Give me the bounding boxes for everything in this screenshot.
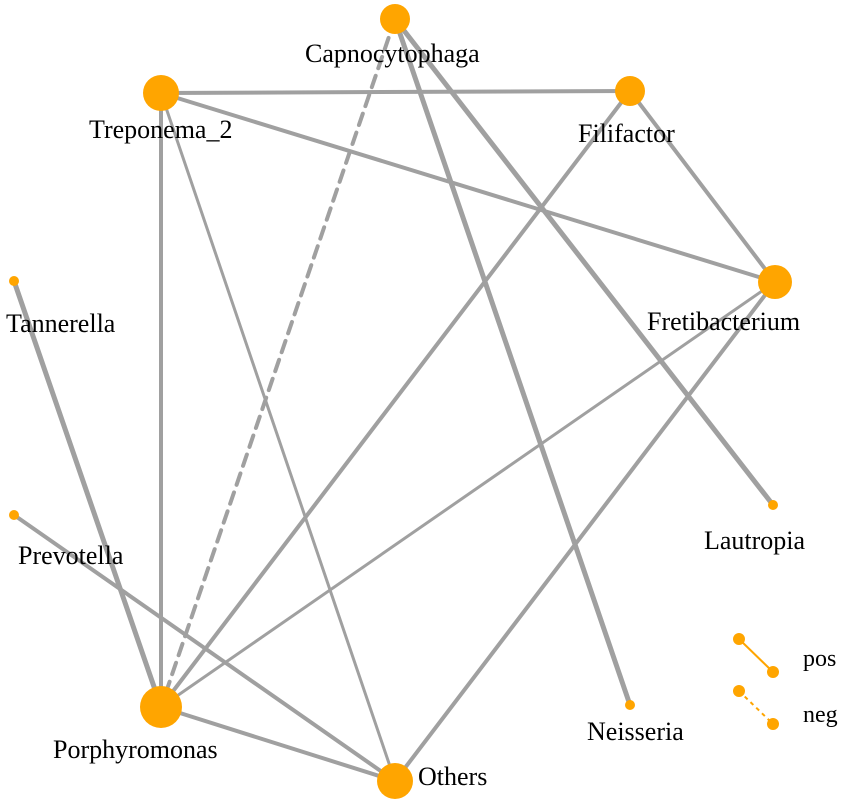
legend-neg-line — [738, 690, 774, 725]
edges-layer — [11, 16, 777, 783]
edge-treponema_2-filifactor — [159, 89, 632, 95]
legend: pos neg — [733, 633, 838, 730]
node-label-treponema_2: Treponema_2 — [89, 115, 232, 144]
legend-neg-label: neg — [803, 702, 838, 728]
node-prevotella — [9, 510, 19, 520]
legend-pos-label: pos — [803, 646, 836, 672]
edge-treponema_2-fretibacterium — [159, 91, 777, 284]
legend-pos-line — [738, 638, 774, 673]
node-porphyromonas — [140, 686, 182, 728]
nodes-layer — [9, 4, 792, 799]
node-filifactor — [615, 76, 645, 106]
legend-pos-dot-start — [733, 633, 745, 645]
legend-neg-dot-end — [767, 718, 779, 730]
node-label-fretibacterium: Fretibacterium — [647, 307, 800, 336]
node-treponema_2 — [143, 75, 179, 111]
edge-capnocytophaga-lautropia — [392, 16, 776, 508]
node-lautropia — [768, 500, 778, 510]
edge-fretibacterium-others — [393, 280, 777, 783]
edge-treponema_2-others — [159, 91, 397, 783]
node-capnocytophaga — [380, 4, 410, 34]
edge-porphyromonas-others — [159, 705, 397, 783]
edge-tannerella-porphyromonas — [11, 278, 164, 710]
node-fretibacterium — [758, 265, 792, 299]
node-label-lautropia: Lautropia — [704, 526, 806, 555]
node-label-filifactor: Filifactor — [578, 119, 675, 148]
edge-prevotella-others — [12, 513, 397, 783]
edge-filifactor-porphyromonas — [159, 89, 632, 709]
node-label-prevotella: Prevotella — [18, 541, 124, 570]
legend-neg-dot-start — [733, 685, 745, 697]
legend-neg: neg — [733, 685, 838, 730]
legend-pos: pos — [733, 633, 836, 678]
edge-capnocytophaga-porphyromonas — [159, 17, 397, 709]
edge-fretibacterium-porphyromonas — [159, 280, 777, 709]
node-label-capnocytophaga: Capnocytophaga — [305, 39, 480, 68]
node-others — [377, 763, 413, 799]
node-neisseria — [625, 700, 635, 710]
node-label-neisseria: Neisseria — [587, 717, 684, 746]
edge-filifactor-fretibacterium — [628, 89, 777, 284]
node-label-tannerella: Tannerella — [6, 309, 116, 338]
node-label-porphyromonas: Porphyromonas — [53, 735, 218, 764]
legend-pos-dot-end — [767, 666, 779, 678]
edge-capnocytophaga-neisseria — [392, 16, 633, 708]
node-tannerella — [9, 276, 19, 286]
node-label-others: Others — [418, 762, 487, 791]
